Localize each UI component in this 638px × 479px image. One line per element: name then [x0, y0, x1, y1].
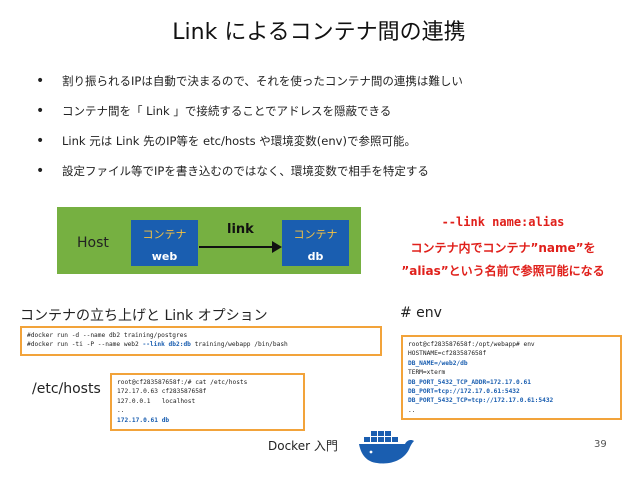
code-docker-run: #docker run -d --name db2 training/postg…	[20, 326, 382, 356]
section-etc-hosts: /etc/hosts	[32, 381, 101, 397]
code-highlight: --link db2:db	[142, 341, 191, 349]
code-highlight: DB_NAME=/web2/db	[408, 359, 468, 367]
section-env: # env	[400, 305, 442, 321]
code-highlight: DB_PORT_5432_TCP=tcp://172.17.0.61:5432	[408, 397, 554, 405]
host-box: Host コンテナ web link コンテナ db	[57, 207, 361, 274]
page-number: 39	[594, 439, 607, 450]
container-title: コンテナ	[293, 228, 338, 241]
section-startup: コンテナの立ち上げと Link オプション	[20, 308, 268, 324]
container-web: コンテナ web	[131, 220, 198, 266]
code-line: HOSTNAME=cf283587658f	[408, 350, 487, 358]
code-etc-hosts: root@cf283587658f:/# cat /etc/hosts 172.…	[110, 373, 305, 431]
bullet-list: 割り振られるIPは自動で決まるので、それを使ったコンテナ間の連携は難しい コンテ…	[36, 74, 463, 194]
code-line: TERM=xterm	[408, 369, 446, 377]
code-highlight: 172.17.0.61 db	[117, 416, 170, 424]
footer-title: Docker 入門	[268, 439, 338, 453]
code-highlight: DB_PORT=tcp://172.17.0.61:5432	[408, 388, 520, 396]
code-line: training/webapp /bin/bash	[190, 341, 288, 349]
bullet-item: 設定ファイル等でIPを書き込むのではなく、環境変数で相手を特定する	[36, 164, 463, 194]
code-highlight: DB_PORT_5432_TCP_ADDR=172.17.0.61	[408, 378, 531, 386]
code-line: root@cf283587658f:/# cat /etc/hosts	[117, 379, 248, 386]
code-line: 172.17.0.63 cf283587658f	[117, 388, 207, 396]
code-env: root@cf283587658f:/opt/webapp# env HOSTN…	[401, 335, 622, 420]
link-option-text: --link name:alias	[441, 215, 565, 229]
link-label: link	[227, 222, 254, 237]
container-name: web	[151, 250, 178, 263]
bullet-item: Link 元は Link 先のIP等を etc/hosts や環境変数(env)…	[36, 134, 463, 164]
link-arrow-icon	[199, 241, 282, 253]
host-label: Host	[77, 235, 109, 251]
code-line: #docker run -ti -P --name web2	[27, 341, 143, 349]
code-line: ..	[117, 407, 125, 415]
note-line-2: ”alias”という名前で参照可能になる	[401, 264, 605, 278]
container-title: コンテナ	[142, 228, 187, 241]
container-db: コンテナ db	[282, 220, 349, 266]
note-line-1: コンテナ内でコンテナ”name”を	[410, 241, 596, 255]
bullet-item: 割り振られるIPは自動で決まるので、それを使ったコンテナ間の連携は難しい	[36, 74, 463, 104]
bullet-item: コンテナ間を「 Link 」で接続することでアドレスを隠蔽できる	[36, 104, 463, 134]
container-name: db	[307, 250, 324, 263]
code-line: ..	[408, 406, 416, 414]
slide-title: Link によるコンテナ間の連携	[172, 20, 466, 45]
code-line: 127.0.0.1 localhost	[117, 397, 196, 405]
code-line: root@cf283587658f:/opt/webapp# env	[408, 341, 535, 348]
docker-whale-icon	[359, 431, 414, 464]
code-line: #docker run -d --name db2 training/postg…	[27, 332, 188, 339]
